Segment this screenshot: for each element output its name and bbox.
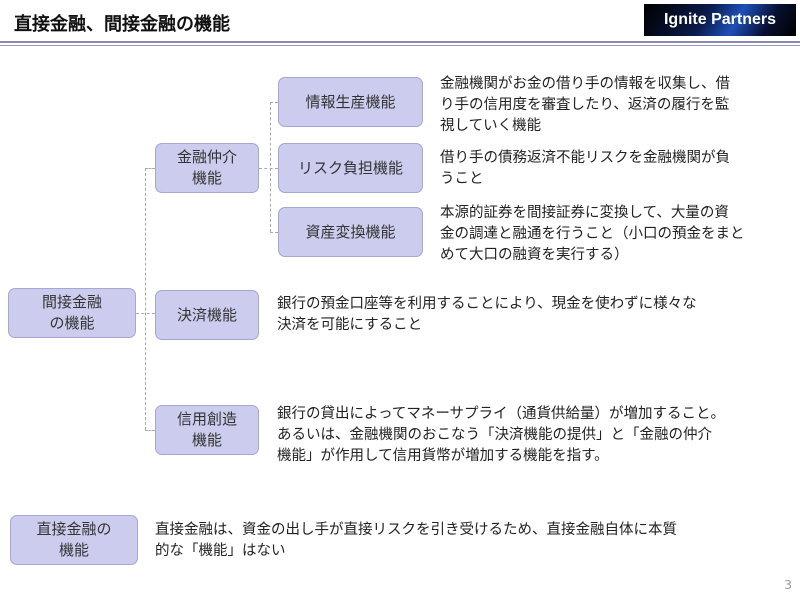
- box-label: 機能: [191, 169, 222, 187]
- desc-line: り手の信用度を審査したり、返済の履行を監: [440, 97, 730, 113]
- desc-line: 決済を可能にすること: [277, 317, 423, 333]
- box-label: 直接金融の: [36, 520, 112, 538]
- box-label: 機能: [191, 431, 222, 449]
- box-asset-transformation: 資産変換機能: [278, 207, 423, 257]
- connector: [145, 430, 155, 431]
- desc-line: 的な「機能」はない: [155, 543, 286, 559]
- desc-line: 本源的証券を間接証券に変換して、大量の資: [440, 205, 729, 221]
- desc-line: うこと: [440, 171, 484, 187]
- page-title: 直接金融、間接金融の機能: [14, 14, 230, 35]
- divider: [0, 41, 800, 43]
- connector: [270, 102, 278, 103]
- logo: Ignite Partners: [644, 4, 796, 36]
- box-risk-bearing: リスク負担機能: [278, 143, 423, 193]
- root-box-indirect-finance: 間接金融の機能: [8, 288, 136, 338]
- desc-line: 金の調達と融通を行うこと（小口の預金をまと: [440, 226, 745, 242]
- desc-direct-finance: 直接金融は、資金の出し手が直接リスクを引き受けるため、直接金融自体に本質 的な「…: [155, 520, 677, 562]
- box-label: 金融仲介: [176, 148, 237, 166]
- desc-line: 銀行の貸出によってマネーサプライ（通貨供給量）が増加すること。: [277, 406, 726, 422]
- connector: [270, 232, 278, 233]
- desc-line: 視していく機能: [440, 118, 542, 134]
- connector: [145, 168, 155, 169]
- desc-line: 銀行の預金口座等を利用することにより、現金を使わずに様々な: [277, 296, 697, 312]
- desc-asset-transformation: 本源的証券を間接証券に変換して、大量の資 金の調達と融通を行うこと（小口の預金を…: [440, 203, 745, 266]
- desc-line: めて大口の融資を実行する）: [440, 247, 629, 263]
- desc-line: あるいは、金融機関のおこなう「決済機能の提供」と「金融の仲介: [277, 427, 712, 443]
- divider: [0, 45, 800, 46]
- connector: [136, 313, 155, 314]
- box-label: 機能: [58, 541, 89, 559]
- desc-line: 機能」が作用して信用貨幣が増加する機能を指す。: [277, 448, 609, 464]
- box-settlement: 決済機能: [155, 290, 259, 340]
- box-intermediation: 金融仲介機能: [155, 143, 259, 193]
- desc-credit-creation: 銀行の貸出によってマネーサプライ（通貨供給量）が増加すること。 あるいは、金融機…: [277, 404, 725, 467]
- desc-line: 直接金融は、資金の出し手が直接リスクを引き受けるため、直接金融自体に本質: [155, 522, 677, 538]
- connector: [270, 102, 271, 232]
- connector: [145, 168, 146, 430]
- desc-line: 金融機関がお金の借り手の情報を収集し、借: [440, 76, 730, 92]
- box-label: 信用創造: [176, 410, 237, 428]
- box-label: の機能: [49, 314, 95, 332]
- page-number: 3: [784, 578, 792, 592]
- connector: [259, 168, 278, 169]
- box-label: 間接金融: [41, 293, 102, 311]
- desc-settlement: 銀行の預金口座等を利用することにより、現金を使わずに様々な 決済を可能にすること: [277, 294, 697, 336]
- desc-risk-bearing: 借り手の債務返済不能リスクを金融機関が負 うこと: [440, 148, 730, 190]
- desc-information-production: 金融機関がお金の借り手の情報を収集し、借 り手の信用度を審査したり、返済の履行を…: [440, 74, 730, 137]
- box-credit-creation: 信用創造機能: [155, 405, 259, 455]
- box-information-production: 情報生産機能: [278, 77, 423, 127]
- box-direct-finance: 直接金融の機能: [10, 515, 138, 565]
- desc-line: 借り手の債務返済不能リスクを金融機関が負: [440, 150, 730, 166]
